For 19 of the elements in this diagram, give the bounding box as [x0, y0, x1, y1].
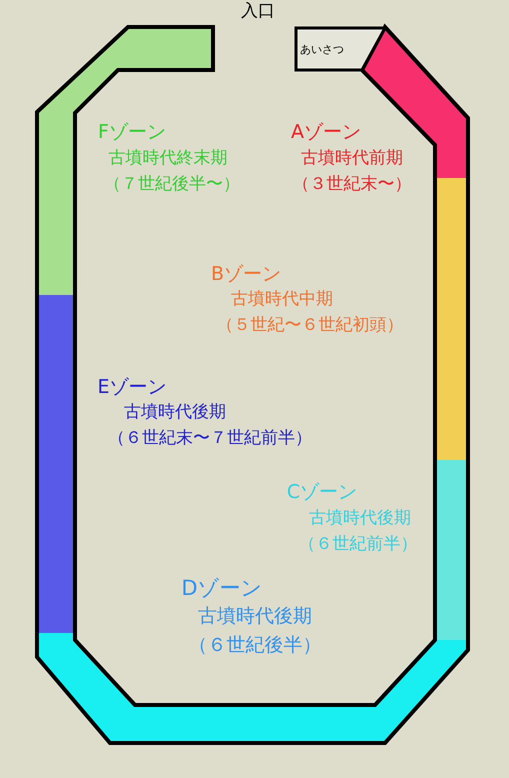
- century-label: （７世紀後半〜）: [104, 176, 240, 193]
- zone-title: Dゾーン: [181, 578, 263, 599]
- zone-title: Aゾーン: [291, 123, 361, 142]
- zone-title: Cゾーン: [286, 483, 358, 502]
- era-label: 古墳時代後期: [309, 510, 411, 527]
- era-label: 古墳時代前期: [301, 150, 403, 167]
- era-label: 古墳時代終末期: [108, 150, 228, 167]
- zone-title: Fゾーン: [98, 123, 166, 142]
- era-label: 古墳時代後期: [124, 404, 226, 421]
- century-label: （３世紀末〜）: [292, 176, 412, 193]
- era-label: 古墳時代後期: [198, 607, 312, 626]
- zone-title: Bゾーン: [210, 265, 282, 284]
- century-label: （５世紀〜６世紀初頭）: [216, 317, 404, 334]
- century-label: （６世紀末〜７世紀前半）: [108, 430, 312, 447]
- entrance-label: 入口: [241, 3, 275, 20]
- century-label: （６世紀前半）: [298, 536, 418, 553]
- era-label: 古墳時代中期: [231, 291, 333, 308]
- zone-title: Eゾーン: [98, 378, 166, 397]
- century-label: （６世紀後半）: [188, 636, 322, 655]
